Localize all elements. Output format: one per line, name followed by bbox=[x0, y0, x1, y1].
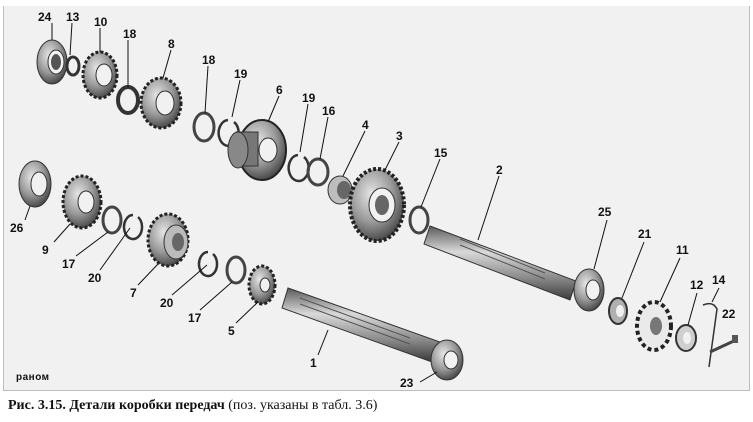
washer-17a bbox=[101, 205, 123, 235]
callout-17: 17 bbox=[188, 311, 202, 325]
caption-label: Рис. 3.15. bbox=[8, 398, 66, 413]
callout-3: 3 bbox=[396, 129, 403, 143]
bearing-26 bbox=[18, 160, 52, 208]
publisher-logo: раном bbox=[16, 372, 50, 383]
callout-15: 15 bbox=[434, 146, 448, 160]
bearing-24 bbox=[36, 39, 68, 85]
caption-note: (поз. указаны в табл. 3.6) bbox=[228, 398, 378, 413]
gear-3 bbox=[348, 167, 406, 243]
callout-17: 17 bbox=[62, 257, 76, 271]
callout-12: 12 bbox=[690, 278, 704, 292]
bearing-25 bbox=[573, 268, 605, 312]
callout-25: 25 bbox=[598, 205, 612, 219]
washer-16 bbox=[306, 157, 330, 187]
callout-13: 13 bbox=[66, 10, 80, 24]
callout-22: 22 bbox=[722, 307, 736, 321]
bushing-4 bbox=[327, 175, 353, 205]
circlip-20b bbox=[197, 250, 219, 278]
callout-11: 11 bbox=[676, 243, 689, 257]
callout-16: 16 bbox=[322, 104, 336, 118]
circlip-19a bbox=[217, 118, 240, 148]
callout-9: 9 bbox=[42, 243, 49, 257]
ring-13 bbox=[65, 55, 81, 77]
ring-21 bbox=[608, 297, 628, 325]
callout-8: 8 bbox=[168, 37, 175, 51]
callout-6: 6 bbox=[276, 83, 283, 97]
gear-10 bbox=[81, 50, 119, 100]
callout-1: 1 bbox=[310, 356, 317, 370]
bolt-22 bbox=[709, 335, 738, 354]
callout-18: 18 bbox=[123, 27, 137, 41]
callout-20: 20 bbox=[160, 296, 174, 310]
shaft-1 bbox=[281, 287, 441, 363]
circlip-19b bbox=[287, 153, 310, 183]
washer-18a bbox=[116, 85, 140, 115]
callout-20: 20 bbox=[88, 271, 102, 285]
callout-5: 5 bbox=[228, 324, 235, 338]
spring-clip-14 bbox=[702, 302, 718, 368]
callout-26: 26 bbox=[10, 221, 24, 235]
callout-10: 10 bbox=[94, 15, 108, 29]
callout-4: 4 bbox=[362, 118, 369, 132]
callout-19: 19 bbox=[302, 91, 316, 105]
leader-lines bbox=[24, 22, 720, 383]
washer-15 bbox=[408, 205, 430, 235]
shaft-2 bbox=[423, 225, 577, 301]
figure-caption: Рис. 3.15. Детали коробки передач (поз. … bbox=[8, 398, 748, 414]
exploded-gearbox-diagram: 24 13 10 18 8 18 19 6 19 16 4 3 15 2 26 … bbox=[10, 10, 738, 390]
callout-2: 2 bbox=[496, 163, 503, 177]
gear-5 bbox=[247, 264, 277, 306]
callout-24: 24 bbox=[38, 10, 52, 24]
callout-14: 14 bbox=[712, 273, 726, 287]
callout-18: 18 bbox=[202, 53, 216, 67]
callout-21: 21 bbox=[638, 227, 652, 241]
gear-8 bbox=[139, 76, 183, 130]
gear-9 bbox=[61, 174, 103, 230]
callout-19: 19 bbox=[234, 67, 248, 81]
caption-title: Детали коробки передач bbox=[69, 398, 225, 413]
circlip-20a bbox=[122, 213, 144, 241]
gear-7 bbox=[146, 212, 190, 268]
lock-plate-12 bbox=[675, 324, 697, 352]
sprocket-11 bbox=[635, 300, 673, 352]
washer-18b bbox=[192, 111, 216, 143]
washer-17b bbox=[225, 255, 247, 285]
bearing-23 bbox=[430, 339, 464, 381]
callout-23: 23 bbox=[400, 376, 414, 390]
callout-7: 7 bbox=[130, 286, 137, 300]
gear-6 bbox=[227, 119, 287, 181]
